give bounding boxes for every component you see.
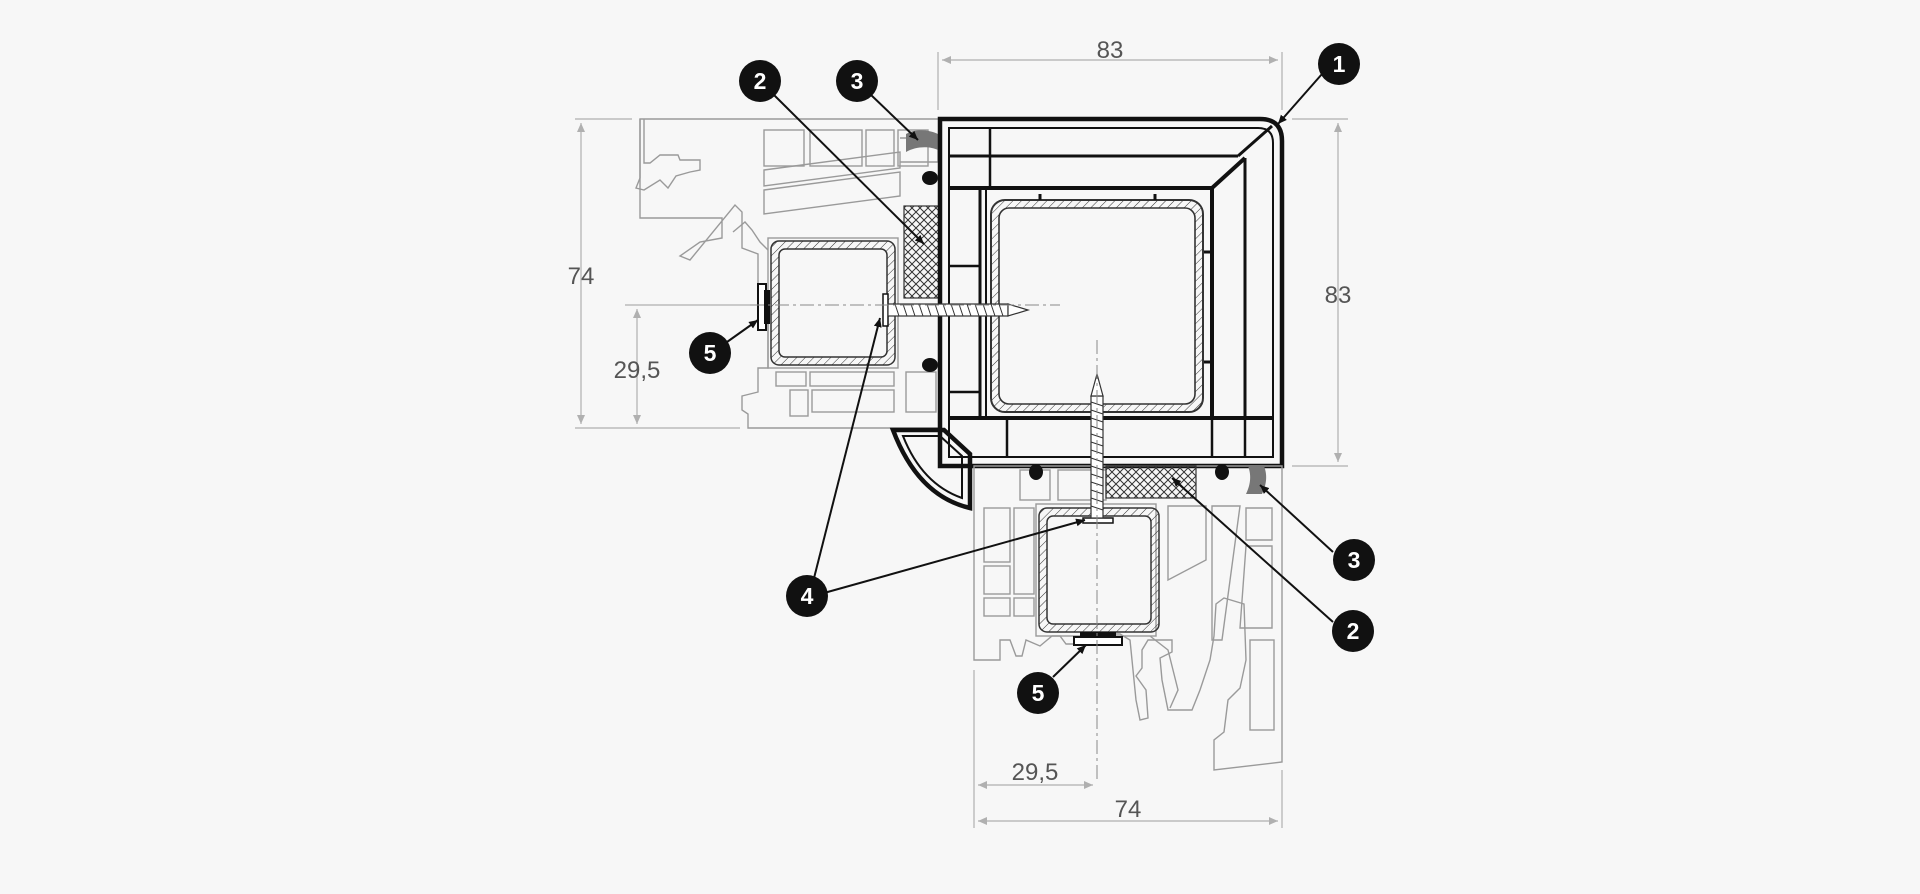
- callout-4: 4: [786, 575, 828, 617]
- callout-2-top: 2: [739, 60, 781, 102]
- bottom-sealing-tape: [1105, 465, 1197, 499]
- corner-quarter-round: [889, 427, 973, 511]
- callout-1: 1: [1318, 43, 1360, 85]
- left-steel-reinforcement: [770, 240, 896, 366]
- dim-left-label: 74: [568, 263, 595, 290]
- callout-3-right: 3: [1333, 539, 1375, 581]
- main-steel-reinforcement: [990, 194, 1210, 413]
- svg-text:5: 5: [1032, 680, 1045, 706]
- callout-5-bottom: 5: [1017, 672, 1059, 714]
- dim-bottom-offset-label: 29,5: [1012, 759, 1059, 786]
- svg-text:2: 2: [754, 68, 767, 94]
- svg-text:4: 4: [801, 583, 814, 609]
- bottom-steel-reinforcement: [1038, 507, 1160, 633]
- dim-bottom-label: 74: [1115, 796, 1142, 823]
- svg-text:2: 2: [1347, 618, 1360, 644]
- svg-text:5: 5: [704, 340, 717, 366]
- svg-text:3: 3: [851, 68, 864, 94]
- horizontal-screw: [882, 293, 1031, 327]
- callout-3-top: 3: [836, 60, 878, 102]
- left-frame-profile: [635, 118, 941, 429]
- svg-text:1: 1: [1333, 51, 1346, 77]
- dim-left-offset-label: 29,5: [614, 357, 661, 384]
- callout-5-left: 5: [689, 332, 731, 374]
- svg-text:3: 3: [1348, 547, 1361, 573]
- dim-right-label: 83: [1325, 282, 1352, 309]
- callout-2-right: 2: [1332, 610, 1374, 652]
- bottom-clip: [1073, 636, 1123, 646]
- corner-coupling-profile: [937, 116, 1285, 469]
- bottom-seal-gasket: [1246, 466, 1267, 494]
- left-sealing-tape: [903, 205, 941, 299]
- dim-top-label: 83: [1097, 37, 1124, 64]
